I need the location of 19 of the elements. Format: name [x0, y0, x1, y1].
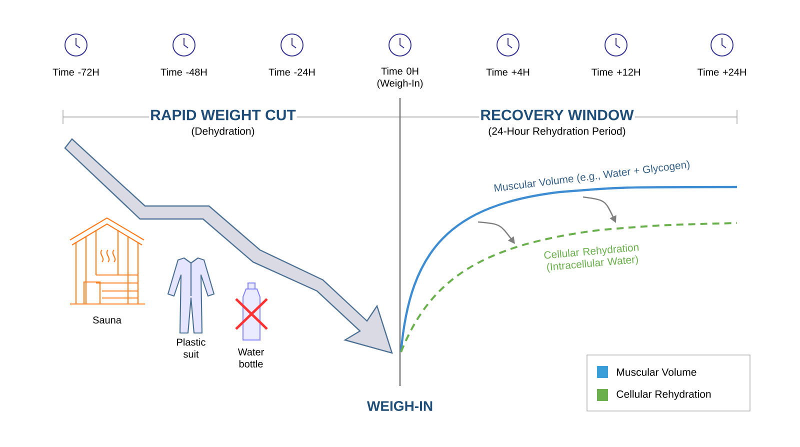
section-heading: RAPID WEIGHT CUT — [149, 108, 297, 122]
time-label: Time +4H — [486, 68, 530, 76]
curve-label: Muscular Volume (e.g., Water + Glycogen) — [494, 160, 690, 192]
time-label: Time -48H — [160, 68, 207, 76]
icon-label: Water bottle — [238, 348, 264, 368]
icon-label: Sauna — [93, 316, 122, 324]
legend-label: Muscular Volume — [617, 368, 696, 376]
legend-label: Cellular Rehydration — [616, 390, 711, 400]
section-heading: RECOVERY WINDOW — [479, 108, 635, 122]
section-subtitle: (Dehydration) — [192, 127, 254, 137]
weigh-in-label: WEIGH-IN — [366, 401, 432, 411]
time-label: Time -24H — [268, 68, 315, 76]
time-label: Time 0H (Weigh-In) — [377, 67, 423, 89]
curve-label: Cellular Rehydration (Intracellular Water) — [544, 244, 639, 273]
icon-label: Plastic suit — [177, 338, 206, 358]
time-label: Time +12H — [592, 68, 640, 76]
time-label: Time +24H — [698, 68, 746, 76]
section-subtitle: (24-Hour Rehydration Period) — [488, 127, 626, 137]
time-label: Time -72H — [52, 68, 99, 76]
